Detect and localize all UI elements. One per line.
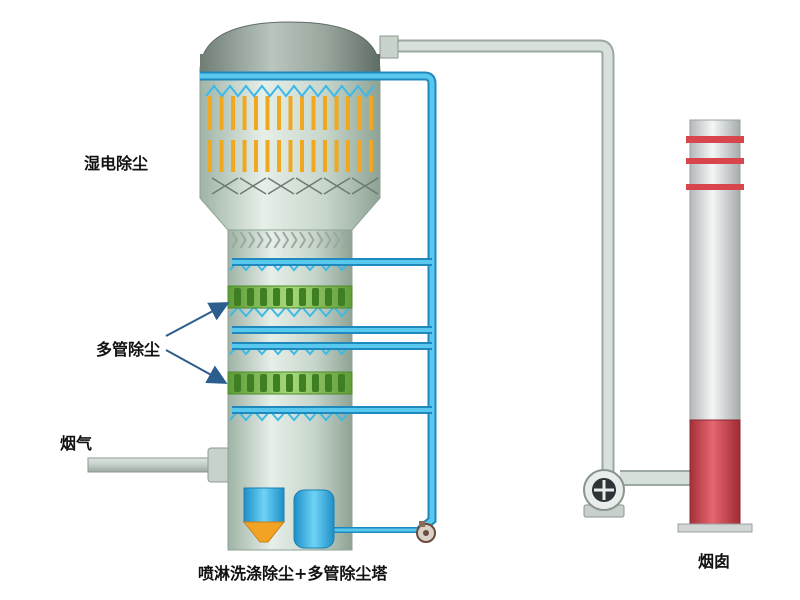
grid-cross	[267, 177, 295, 195]
electrode	[231, 96, 235, 130]
filter-tube	[299, 288, 306, 306]
filter-tube	[299, 374, 306, 392]
label-wet-esp: 湿电除尘	[84, 154, 149, 173]
filter-tube	[273, 374, 280, 392]
electrode	[357, 140, 362, 172]
filter-tube	[338, 374, 345, 392]
gas-duct-outlet	[379, 35, 700, 486]
electrode	[219, 96, 224, 130]
filter-tube	[247, 288, 254, 306]
esp-support-grid	[211, 177, 379, 195]
electrode	[277, 96, 281, 130]
chevron	[282, 231, 290, 249]
label-flue-gas: 烟气	[60, 434, 93, 453]
wet-esp-section	[199, 21, 381, 231]
electrode	[288, 140, 293, 172]
chevron	[341, 231, 349, 249]
spray-nozzle-row	[229, 305, 351, 318]
chevron	[239, 231, 247, 249]
sedimentation-hopper	[242, 487, 286, 543]
chevron	[265, 231, 273, 249]
electrode	[369, 96, 373, 130]
electrode	[300, 96, 304, 130]
esp-electrodes	[208, 96, 373, 172]
esp-spray-nozzles	[205, 84, 375, 98]
chevron	[290, 231, 298, 249]
filter-tube	[260, 374, 267, 392]
electrode	[357, 96, 362, 130]
circulation-tank	[293, 489, 335, 549]
label-multi-tube: 多管除尘	[96, 340, 161, 359]
chevron	[299, 231, 307, 249]
chevron	[307, 231, 315, 249]
spray-nozzle-row	[205, 84, 375, 98]
chevron	[333, 231, 341, 249]
electrode	[311, 96, 316, 130]
grid-cross	[211, 177, 239, 195]
grid-cross	[239, 177, 267, 195]
electrode	[208, 140, 212, 172]
grid-cross	[323, 177, 351, 195]
chevron	[248, 231, 256, 249]
electrode	[334, 140, 339, 172]
electrode	[346, 96, 350, 130]
electrode	[323, 140, 327, 172]
filter-tube	[247, 374, 254, 392]
arrow-to-lower-filter	[165, 349, 228, 384]
electrode	[219, 140, 224, 172]
electrode	[277, 140, 281, 172]
filter-tube	[325, 374, 332, 392]
chevron	[324, 231, 332, 249]
filter-tube	[312, 374, 319, 392]
chevron	[256, 231, 264, 249]
filter-tube	[273, 288, 280, 306]
electrode	[242, 140, 247, 172]
pump-icon	[416, 521, 436, 543]
label-tower: 喷淋洗涤除尘+多管除尘塔	[198, 564, 388, 583]
electrode	[323, 96, 327, 130]
arrow-to-upper-filter	[165, 302, 230, 337]
flue-gas-inlet-duct	[87, 447, 233, 483]
multi-tube-collectors	[227, 285, 353, 395]
electrode	[288, 96, 293, 130]
electrode	[346, 140, 350, 172]
filter-tube	[312, 288, 319, 306]
electrode	[231, 140, 235, 172]
filter-tube	[234, 288, 241, 306]
chimney-stack	[677, 119, 753, 533]
spray-nozzle-row	[229, 409, 351, 422]
electrode	[254, 96, 258, 130]
electrode	[300, 140, 304, 172]
label-chimney: 烟囱	[698, 552, 731, 571]
chevron	[231, 231, 239, 249]
grid-cross	[295, 177, 323, 195]
electrode	[242, 96, 247, 130]
filter-tube	[325, 288, 332, 306]
grid-cross	[351, 177, 379, 195]
filter-tube	[260, 288, 267, 306]
fan-icon	[583, 469, 625, 518]
electrode	[254, 140, 258, 172]
electrode	[369, 140, 373, 172]
filter-tube	[286, 288, 293, 306]
electrode	[265, 96, 270, 130]
mist-eliminator	[231, 231, 349, 249]
electrode	[311, 140, 316, 172]
electrode	[208, 96, 212, 130]
filter-tube	[234, 374, 241, 392]
electrode	[265, 140, 270, 172]
electrode	[334, 96, 339, 130]
filter-tube	[286, 374, 293, 392]
filter-tube	[338, 288, 345, 306]
chevron	[316, 231, 324, 249]
water-pipes	[200, 71, 437, 534]
chevron	[273, 231, 281, 249]
